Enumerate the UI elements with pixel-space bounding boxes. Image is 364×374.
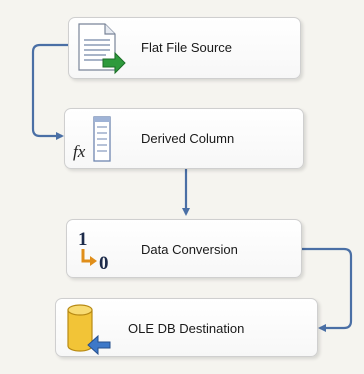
flat-file-source-label: Flat File Source (141, 40, 233, 55)
ole-db-destination-label: OLE DB Destination (128, 321, 245, 336)
svg-text:fx: fx (73, 142, 86, 161)
connector-source-to-derived[interactable] (31, 43, 68, 140)
svg-text:0: 0 (99, 253, 109, 274)
flat-file-source-node[interactable]: Flat File Source (68, 17, 301, 79)
svg-text:1: 1 (78, 229, 88, 250)
one-zero-conversion-icon: 1 0 (78, 229, 109, 274)
fx-column-icon: fx (73, 116, 111, 162)
connector-conversion-to-destination[interactable] (302, 247, 353, 332)
data-conversion-node[interactable]: 1 0 Data Conversion (66, 219, 302, 278)
derived-column-node[interactable]: fx Derived Column (64, 108, 304, 169)
database-cylinder-icon (67, 304, 111, 356)
flat-file-icon (78, 23, 126, 75)
data-conversion-label: Data Conversion (141, 242, 238, 257)
derived-column-label: Derived Column (141, 131, 235, 146)
ole-db-destination-node[interactable]: OLE DB Destination (55, 298, 318, 357)
